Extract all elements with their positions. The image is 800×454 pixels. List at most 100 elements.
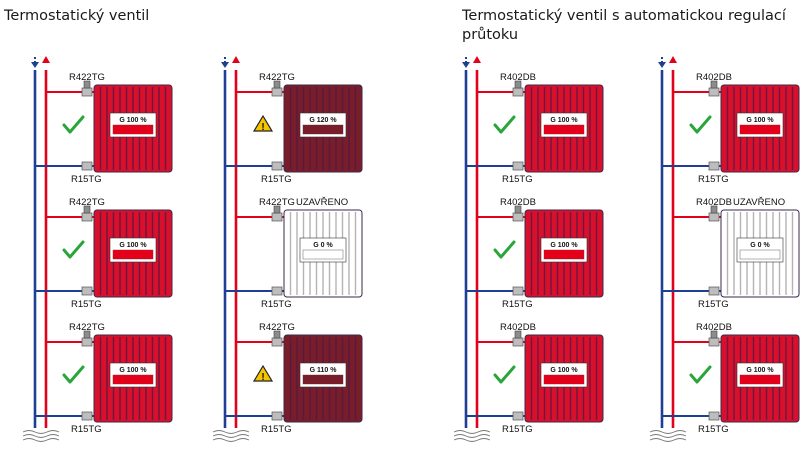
return-valve-label: R15TG	[502, 299, 533, 310]
return-valve	[81, 286, 93, 296]
valve-model-label: R402DB	[500, 322, 536, 333]
radiator-unit: G 100 % R402DB R15TG	[466, 72, 604, 185]
warning-icon	[252, 114, 274, 132]
flow-bar-track	[302, 249, 344, 260]
up-arrow-icon	[42, 56, 50, 63]
valve-head	[710, 330, 718, 339]
return-valve-label: R15TG	[698, 424, 729, 435]
flow-value: G 0 %	[313, 242, 333, 249]
valve-model-label: R402DB	[500, 197, 536, 208]
check-icon	[62, 115, 85, 134]
flow-bar-fill	[303, 375, 343, 384]
section-title-right: Termostatický ventil s automatickou regu…	[462, 8, 786, 43]
flow-bar-fill	[544, 125, 584, 134]
return-valve	[512, 161, 524, 171]
thermostatic-valve	[512, 212, 524, 222]
thermostatic-valve	[271, 87, 283, 97]
valve-head	[514, 330, 522, 339]
down-arrow-icon	[658, 62, 666, 68]
warning-mark: !	[261, 122, 264, 133]
flow-value: G 120 %	[309, 117, 337, 124]
valve-model-label: R422TG	[259, 197, 295, 208]
return-valve	[708, 286, 720, 296]
radiator-unit: G 100 % R422TG R15TG	[35, 322, 173, 435]
flow-value: G 100 %	[550, 117, 578, 124]
pipe-break	[212, 438, 250, 442]
up-arrow-icon	[232, 56, 240, 63]
check-icon	[689, 365, 712, 384]
up-arrow-icon	[669, 56, 677, 63]
pipe-break	[22, 434, 60, 438]
valve-head	[83, 330, 91, 339]
valve-head	[710, 205, 718, 214]
valve-model-label: R422TG	[69, 72, 105, 83]
pipe-break	[22, 430, 60, 434]
return-valve	[512, 411, 524, 421]
flow-value: G 100 %	[746, 117, 774, 124]
valve-model-label: R402DB	[696, 322, 732, 333]
pipe-break	[649, 430, 687, 434]
flow-bar-fill	[303, 125, 343, 134]
return-valve	[271, 411, 283, 421]
status-label: UZAVŘENO	[733, 197, 785, 208]
return-valve-label: R15TG	[71, 424, 102, 435]
flow-value: G 100 %	[550, 367, 578, 374]
thermostatic-valve	[512, 337, 524, 347]
flow-bar-fill	[113, 125, 153, 134]
flow-value: G 100 %	[119, 117, 147, 124]
return-valve-label: R15TG	[261, 174, 292, 185]
valve-head	[83, 205, 91, 214]
flow-bar-fill	[544, 250, 584, 259]
return-valve	[708, 161, 720, 171]
pipe-break	[453, 430, 491, 434]
check-icon	[689, 115, 712, 134]
valve-model-label: R422TG	[69, 322, 105, 333]
flow-bar-fill	[113, 250, 153, 259]
return-valve-label: R15TG	[502, 174, 533, 185]
check-icon	[62, 365, 85, 384]
check-icon	[493, 365, 516, 384]
thermostatic-valve	[81, 87, 93, 97]
section-title-left: Termostatický ventil	[4, 8, 150, 24]
flow-bar-fill	[544, 375, 584, 384]
check-icon	[493, 115, 516, 134]
flow-bar-fill	[113, 375, 153, 384]
return-valve-label: R15TG	[698, 299, 729, 310]
valve-head	[273, 80, 281, 89]
thermostatic-valve	[271, 212, 283, 222]
pipe-break	[212, 434, 250, 438]
return-valve-label: R15TG	[698, 174, 729, 185]
down-arrow-icon	[221, 62, 229, 68]
thermostatic-valve	[81, 337, 93, 347]
return-valve-label: R15TG	[502, 424, 533, 435]
valve-model-label: R422TG	[69, 197, 105, 208]
status-label: UZAVŘENO	[296, 197, 348, 208]
valve-model-label: R402DB	[500, 72, 536, 83]
valve-head	[273, 205, 281, 214]
return-valve	[271, 161, 283, 171]
thermostatic-valve	[271, 337, 283, 347]
flow-value: G 100 %	[119, 367, 147, 374]
thermostatic-valve	[512, 87, 524, 97]
pipe-break	[649, 438, 687, 442]
flow-value: G 100 %	[119, 242, 147, 249]
flow-value: G 110 %	[310, 367, 338, 374]
pipe-break	[22, 438, 60, 442]
flow-value: G 0 %	[750, 242, 770, 249]
valve-head	[710, 80, 718, 89]
check-icon	[62, 240, 85, 259]
return-valve	[81, 411, 93, 421]
